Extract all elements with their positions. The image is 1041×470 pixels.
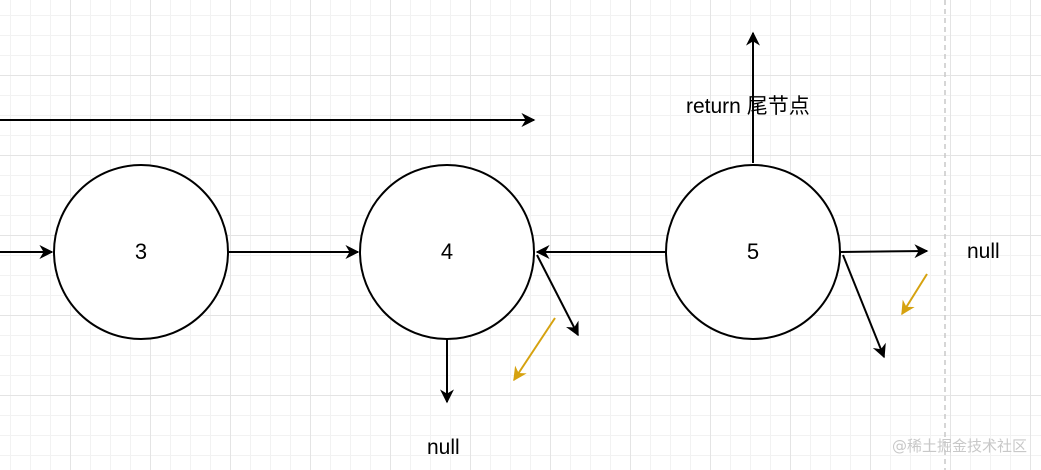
arrow-node-5-to-null <box>839 244 929 259</box>
node-5-label: 5 <box>746 239 760 264</box>
gold-arrow-near-node-5 <box>901 273 928 316</box>
gold-arrow-near-node-4 <box>513 317 556 382</box>
node-4-label: 4 <box>440 239 454 264</box>
null-bottom-label: null <box>427 436 460 459</box>
null-right-label: null <box>967 240 1000 263</box>
arrow-node-4-diagonal <box>536 254 579 337</box>
watermark-text: @稀土掘金技术社区 <box>891 437 1027 455</box>
return-tail-label: return 尾节点 <box>686 95 810 118</box>
arrow-node-5-diagonal <box>842 254 886 359</box>
node-3-label: 3 <box>134 239 148 264</box>
